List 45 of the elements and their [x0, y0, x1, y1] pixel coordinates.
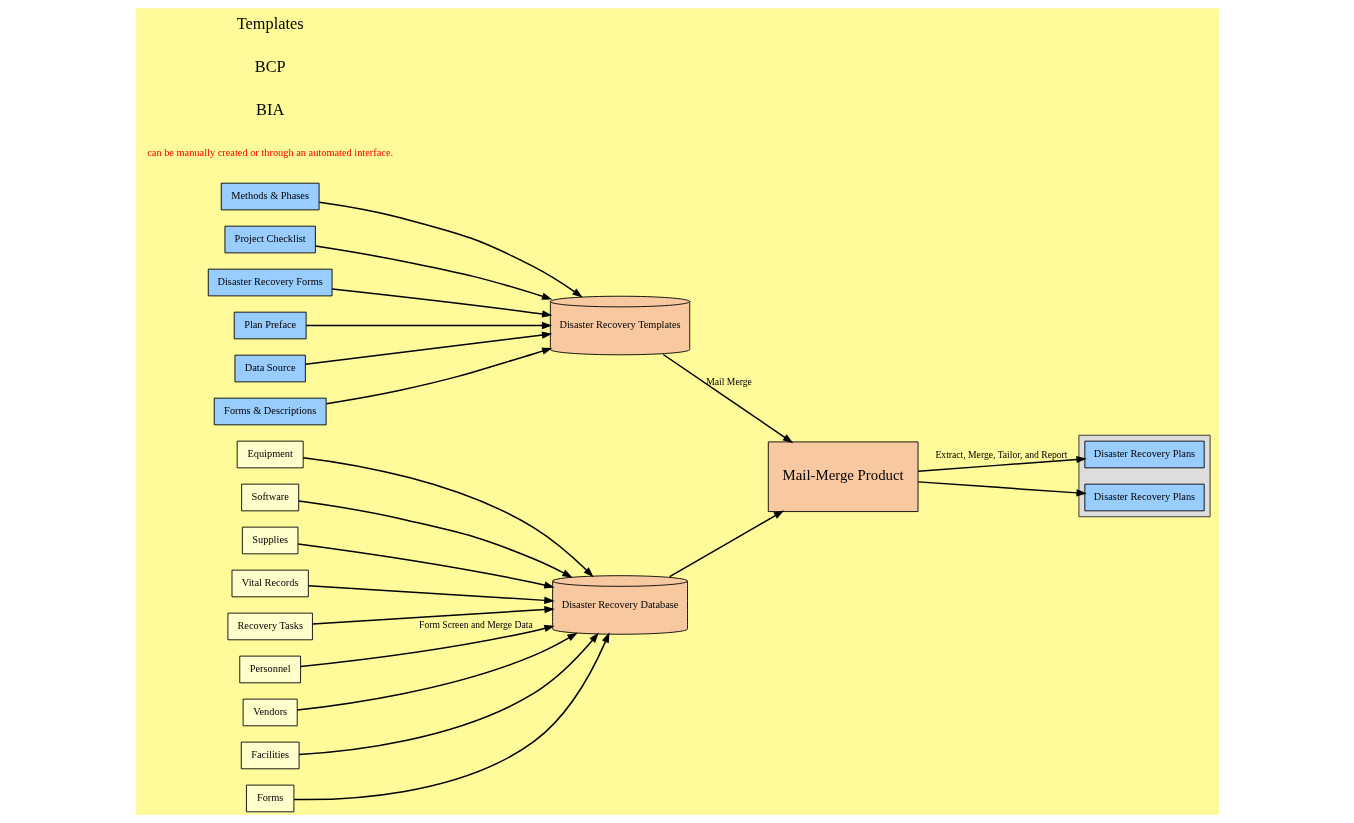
node-box: Methods & Phases [220, 182, 320, 211]
label: BCP [254, 56, 286, 76]
arrow [668, 510, 784, 578]
node-box: Disaster Recovery Plans [1083, 483, 1205, 512]
edge-label: Mail Merge [705, 376, 752, 388]
node-box: Facilities [240, 741, 300, 770]
arrow [311, 605, 555, 625]
arrow [296, 632, 578, 711]
node-box: Supplies [241, 526, 298, 555]
edge-label: Form Screen and Merge Data [418, 619, 533, 631]
arrow [305, 321, 552, 330]
arrow [917, 455, 1087, 472]
label: Templates [236, 13, 304, 33]
arrow [662, 353, 793, 444]
node-box: Equipment [236, 440, 304, 469]
arrow [297, 500, 573, 578]
edge-label: Extract, Merge, Tailor, and Report [934, 448, 1067, 460]
node-box: Forms [245, 784, 294, 813]
node-box: Project Checklist [224, 225, 316, 254]
node-box: Recovery Tasks [226, 612, 313, 641]
node-box: Software [240, 483, 299, 512]
arrow [917, 481, 1087, 497]
cluster [1078, 434, 1210, 518]
arrow [314, 245, 552, 300]
node-box: Vital Records [231, 569, 309, 598]
node-box: Disaster Recovery Plans [1083, 440, 1205, 469]
node-box: Disaster Recovery Forms [207, 268, 332, 297]
label: BIA [255, 99, 284, 119]
arrow [299, 624, 555, 668]
arrow [297, 632, 599, 756]
arrow [296, 543, 555, 589]
node-box: Personnel [238, 655, 301, 684]
arrow [318, 201, 583, 298]
node-box: Forms & Descriptions [213, 397, 327, 426]
arrow [330, 288, 552, 318]
arrow [301, 456, 594, 578]
node-box: Mail-Merge Product [767, 441, 918, 512]
arrow [304, 331, 552, 365]
arrow [292, 632, 609, 801]
node-box: Plan Preface [233, 311, 307, 340]
node-box: Data Source [234, 354, 306, 383]
label: can be manually created or through an automated interface. [146, 147, 393, 159]
node-box: Vendors [242, 698, 298, 727]
arrow [325, 347, 552, 405]
arrow [307, 585, 555, 604]
